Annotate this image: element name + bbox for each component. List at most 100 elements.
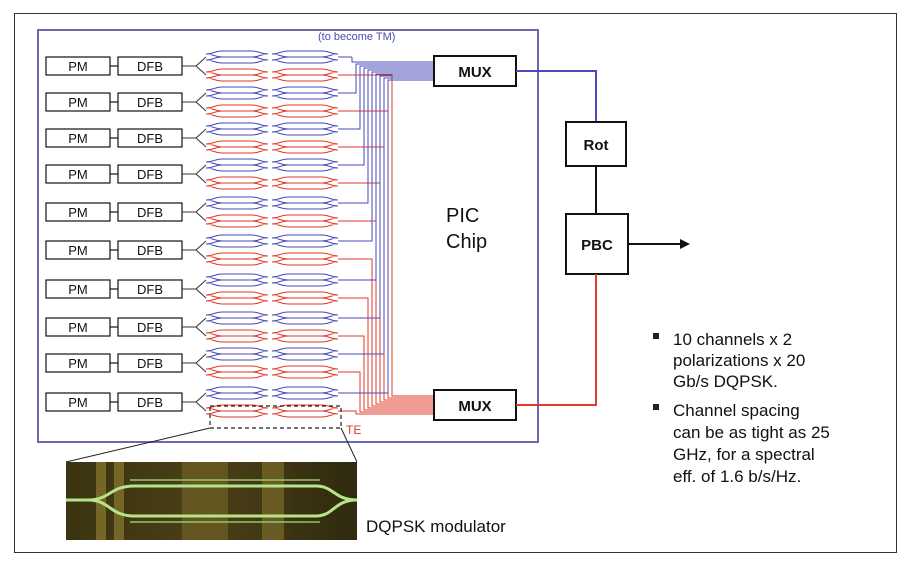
tm-route (352, 79, 434, 394)
splitter (182, 56, 207, 76)
routing-waveguides (351, 57, 434, 415)
bullet-1-line-2: polarizations x 20 (673, 351, 805, 370)
te-route (352, 297, 434, 409)
channel-row: PM DFB (45, 196, 352, 228)
modulator-micrograph (66, 462, 358, 540)
bullet-1-line-1: 10 channels x 2 (673, 330, 792, 349)
tm-route (352, 77, 434, 355)
channel-rows: PM DFB PM DFB PM DFB PM DFB PM DFB PM DFB PM DFB PM DFB… (45, 50, 352, 418)
bullet-2-line-1: Channel spacing (673, 401, 800, 420)
splitter (182, 92, 207, 112)
dfb-label: DFB (137, 243, 163, 258)
bullet-1-line-3: Gb/s DQPSK. (673, 372, 778, 391)
channel-row: PM DFB (45, 386, 352, 418)
pm-label: PM (68, 167, 88, 182)
dfb-label: DFB (137, 205, 163, 220)
tm-route (352, 65, 434, 130)
splitter (182, 317, 207, 337)
channel-row: PM DFB (45, 311, 352, 343)
tm-route (352, 71, 434, 242)
bullet-2-line-2: can be as tight as 25 (673, 423, 830, 442)
chip-label-line1: PIC (446, 205, 479, 227)
dqpsk-modulator-pair (205, 386, 352, 418)
splitter (182, 392, 207, 412)
dfb-label: DFB (137, 95, 163, 110)
dfb-label: DFB (137, 131, 163, 146)
mux-top-box (433, 55, 517, 87)
dfb-label: DFB (137, 59, 163, 74)
dqpsk-modulator-pair (205, 273, 352, 305)
bullet-2-line-3: GHz, for a spectral (673, 445, 815, 464)
dqpsk-modulator-pair (205, 196, 352, 228)
te-output-line (516, 274, 597, 406)
pm-label: PM (68, 356, 88, 371)
pm-label: PM (68, 205, 88, 220)
zoom-line-right (340, 427, 358, 463)
pbc-label: PBC (581, 237, 613, 254)
tm-output-line (516, 70, 597, 122)
bullet-marker (653, 404, 659, 410)
channel-row: PM DFB (45, 234, 352, 266)
dqpsk-modulator-pair (205, 234, 352, 266)
bullet-marker (653, 333, 659, 339)
channel-row: PM DFB (45, 50, 352, 82)
channel-row: PM DFB (45, 273, 352, 305)
tm-note: (to become TM) (318, 31, 395, 43)
tm-route (352, 69, 434, 204)
channel-row: PM DFB (45, 122, 352, 154)
dfb-label: DFB (137, 356, 163, 371)
splitter (182, 279, 207, 299)
tm-route (351, 57, 434, 63)
modulator-caption: DQPSK modulator (366, 517, 506, 536)
dfb-label: DFB (137, 395, 163, 410)
pm-label: PM (68, 320, 88, 335)
mux-top-label: MUX (458, 64, 491, 81)
bullet-list: 10 channels x 2 polarizations x 20 Gb/s … (653, 330, 830, 486)
tm-route (352, 63, 434, 94)
dfb-label: DFB (137, 167, 163, 182)
pbc-box (565, 213, 629, 275)
tm-route (352, 67, 434, 166)
rot-label: Rot (584, 137, 609, 154)
mux-bottom-label: MUX (458, 398, 491, 415)
zoom-line-left (65, 427, 211, 463)
dfb-label: DFB (137, 282, 163, 297)
te-route (352, 410, 434, 415)
bullet-2-line-4: eff. of 1.6 b/s/Hz. (673, 467, 801, 486)
pm-label: PM (68, 59, 88, 74)
splitter (182, 240, 207, 260)
dqpsk-modulator-pair (205, 86, 352, 118)
pm-label: PM (68, 131, 88, 146)
dqpsk-modulator-pair (205, 122, 352, 154)
tm-route (352, 75, 434, 319)
tm-route (352, 73, 434, 281)
pic-chip-outline (37, 29, 539, 443)
modulator-highlight (209, 405, 342, 429)
splitter (182, 128, 207, 148)
chip-label-line2: Chip (446, 231, 487, 253)
dqpsk-modulator-pair (205, 50, 352, 82)
output-arrow-head (680, 239, 690, 249)
pm-label: PM (68, 282, 88, 297)
dqpsk-modulator-pair (205, 311, 352, 343)
channel-row: PM DFB (45, 86, 352, 118)
dqpsk-modulator-pair (205, 347, 352, 379)
pm-label: PM (68, 395, 88, 410)
channel-row: PM DFB (45, 347, 352, 379)
splitter (182, 202, 207, 222)
te-route (352, 371, 434, 413)
channel-row: PM DFB (45, 158, 352, 190)
te-note: TE (346, 423, 361, 437)
te-route (352, 335, 434, 411)
te-route (352, 220, 434, 405)
te-route (352, 258, 434, 407)
slide-frame (14, 13, 897, 553)
dqpsk-modulator-pair (205, 158, 352, 190)
dfb-label: DFB (137, 320, 163, 335)
splitter (182, 353, 207, 373)
splitter (182, 164, 207, 184)
pm-label: PM (68, 243, 88, 258)
pm-label: PM (68, 95, 88, 110)
